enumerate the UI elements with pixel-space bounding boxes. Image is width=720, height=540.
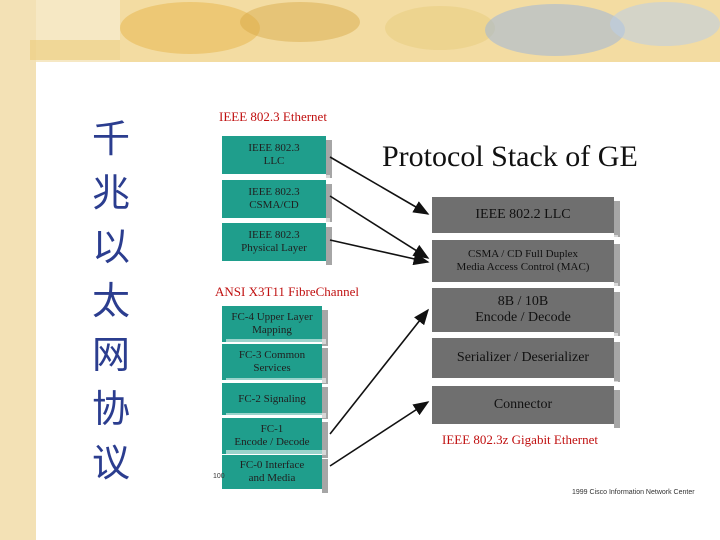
box-line: Connector bbox=[493, 397, 553, 412]
marker-text: 100 bbox=[213, 473, 225, 480]
arrow-csmacd bbox=[329, 195, 430, 259]
arrow-fc1 bbox=[329, 308, 429, 435]
box-line: FC-1 bbox=[260, 423, 284, 435]
title-char: 太 bbox=[91, 279, 130, 323]
arrow-llc bbox=[329, 156, 430, 215]
arrow-fc0 bbox=[329, 401, 430, 467]
title-char: 兆 bbox=[91, 171, 130, 215]
box-line: FC-0 Interface bbox=[239, 459, 305, 471]
ge-serdes-box: Serializer / Deserializer bbox=[432, 333, 620, 382]
ge-group-label: IEEE 802.3z Gigabit Ethernet bbox=[442, 432, 598, 447]
box-line: Services bbox=[253, 362, 291, 374]
title-char: 千 bbox=[91, 117, 130, 161]
box-line: IEEE 802.3 bbox=[248, 142, 300, 154]
arrow-physical bbox=[329, 239, 430, 266]
title-char: 协 bbox=[91, 387, 130, 431]
ethernet-group-label: IEEE 802.3 Ethernet bbox=[219, 109, 327, 124]
box-line: CSMA / CD Full Duplex bbox=[467, 248, 579, 260]
vertical-title: 千 兆 以 太 网 协 议 bbox=[88, 112, 134, 490]
box-line: Media Access Control (MAC) bbox=[456, 261, 590, 273]
box-line: Encode / Decode bbox=[475, 310, 571, 325]
copyright-text: 1999 Cisco Information Network Center bbox=[572, 489, 695, 496]
ge-connector-box: Connector bbox=[432, 381, 620, 428]
slide-title: Protocol Stack of GE bbox=[382, 140, 638, 173]
box-line: Encode / Decode bbox=[234, 436, 310, 448]
title-char: 网 bbox=[91, 333, 130, 377]
box-line: LLC bbox=[263, 155, 285, 167]
box-line: Physical Layer bbox=[241, 242, 307, 254]
box-line: FC-2 Signaling bbox=[238, 392, 306, 405]
title-char: 议 bbox=[91, 441, 130, 485]
box-line: 8B / 10B bbox=[497, 294, 549, 309]
box-line: IEEE 802.2 LLC bbox=[475, 207, 571, 222]
box-line: IEEE 802.3 bbox=[248, 229, 300, 241]
ge-llc-box: IEEE 802.2 LLC bbox=[432, 192, 620, 237]
box-line: FC-4 Upper Layer bbox=[231, 311, 313, 323]
fc2-box: FC-2 Signaling bbox=[222, 378, 328, 419]
box-line: FC-3 Common bbox=[238, 349, 306, 361]
box-line: Mapping bbox=[252, 324, 292, 336]
box-line: IEEE 802.3 bbox=[248, 186, 300, 198]
box-line: Serializer / Deserializer bbox=[456, 350, 590, 365]
fibrechannel-group-label: ANSI X3T11 FibreChannel bbox=[215, 284, 359, 299]
box-line: and Media bbox=[248, 472, 296, 484]
box-line: CSMA/CD bbox=[249, 199, 299, 211]
title-char: 以 bbox=[91, 225, 130, 269]
